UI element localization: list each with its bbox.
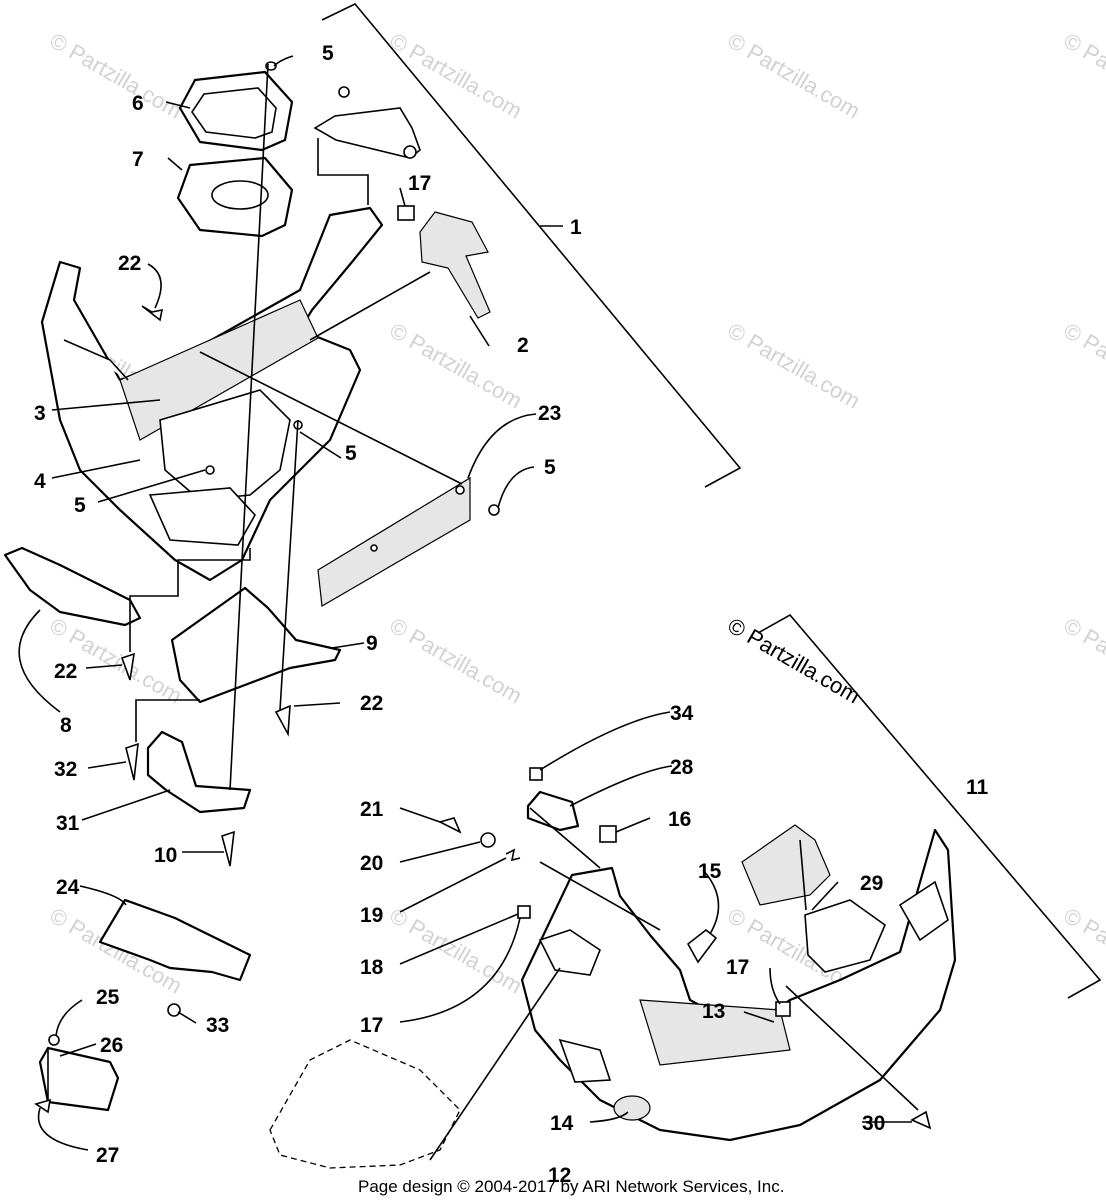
callout-19: 19 <box>360 904 383 927</box>
callout-7: 7 <box>132 148 144 171</box>
callout-30: 30 <box>862 1112 885 1135</box>
watermark-8: © Partzilla.com <box>1060 318 1106 414</box>
callout-33: 33 <box>206 1014 229 1037</box>
callout-6: 6 <box>132 92 144 115</box>
footer-copyright: Page design © 2004-2017 by ARI Network S… <box>358 1177 784 1196</box>
watermark-3: © Partzilla.com <box>724 28 865 124</box>
watermark-13: © Partzilla.com <box>386 903 527 999</box>
callout-26: 26 <box>100 1034 123 1057</box>
watermark-dark: © Partzilla.com <box>724 613 865 709</box>
callout-15: 15 <box>698 860 722 883</box>
leader-lines <box>18 55 919 1161</box>
part-25-screw <box>48 1034 60 1046</box>
part-32-rivet <box>125 742 139 781</box>
part-10-rivet <box>221 830 235 867</box>
callout-22b: 22 <box>54 660 77 683</box>
callout-18: 18 <box>360 956 384 979</box>
callout-21: 21 <box>360 798 384 821</box>
part-15-knob <box>686 928 718 964</box>
part-8-shroud <box>3 546 142 627</box>
part-7-plate <box>176 156 294 238</box>
part-12-lower-body <box>520 828 957 1142</box>
callout-25: 25 <box>96 986 120 1009</box>
part-16-nut <box>599 825 617 843</box>
callout-17a: 17 <box>408 172 431 195</box>
part-14-pad <box>613 1095 651 1121</box>
callout-29: 29 <box>860 872 883 895</box>
bracket-assembly-11 <box>757 613 1102 999</box>
callout-17b: 17 <box>726 956 749 979</box>
watermark-1: © Partzilla.com <box>46 28 187 124</box>
callout-24: 24 <box>56 876 80 899</box>
callout-5a: 5 <box>322 42 334 65</box>
part-22-rivet-a <box>141 305 164 322</box>
callout-10: 10 <box>154 844 177 867</box>
callout-13: 13 <box>702 1000 725 1023</box>
watermark-10: © Partzilla.com <box>386 613 527 709</box>
part-34-cap <box>529 767 543 781</box>
callout-32: 32 <box>54 758 77 781</box>
part-6-gasket <box>178 70 294 152</box>
callout-1: 1 <box>570 216 582 239</box>
part-31-bracket <box>146 730 252 814</box>
part-17-clip-top <box>397 205 415 221</box>
callout-23: 23 <box>538 402 561 425</box>
callout-31: 31 <box>56 812 80 835</box>
callout-5c: 5 <box>544 456 556 479</box>
part-27-clip <box>34 1098 51 1114</box>
callout-3: 3 <box>34 402 46 425</box>
part-24-cover <box>98 898 252 982</box>
callout-20: 20 <box>360 852 383 875</box>
callout-28: 28 <box>670 756 694 779</box>
watermark-4: © Partzilla.com <box>1060 28 1106 124</box>
part-18-clip <box>517 905 531 919</box>
part-9-plate <box>170 586 342 704</box>
part-17-clip-lower <box>775 1001 791 1017</box>
callout-9: 9 <box>366 632 378 655</box>
callout-5b: 5 <box>345 442 357 465</box>
watermark-2: © Partzilla.com <box>386 28 527 124</box>
callout-27: 27 <box>96 1144 119 1167</box>
part-5-washer-right <box>488 504 500 516</box>
part-23-panel <box>317 476 471 607</box>
watermark-11: © Partzilla.com <box>1060 613 1106 709</box>
callout-14: 14 <box>550 1112 574 1135</box>
part-3-4-main-body <box>40 206 384 582</box>
mount-bracket <box>313 86 421 205</box>
part-21-bolt <box>437 817 462 834</box>
ghost-lower-assembly <box>269 1039 461 1169</box>
part-20-washer <box>480 832 496 848</box>
callout-16: 16 <box>668 808 691 831</box>
part-33-screw <box>167 1003 181 1017</box>
watermark-6: © Partzilla.com <box>386 318 527 414</box>
part-30-screw <box>910 1110 932 1130</box>
callout-22c: 22 <box>360 692 383 715</box>
hardware <box>34 61 932 1130</box>
callout-5d: 5 <box>74 494 86 517</box>
part-22-rivet-c <box>274 704 291 737</box>
part-2-foam <box>419 211 491 319</box>
callouts: 1 2 3 4 5 5 5 5 6 7 8 9 10 11 12 13 14 1… <box>34 42 989 1187</box>
watermark-7: © Partzilla.com <box>724 318 865 414</box>
part-26-module <box>38 1046 120 1112</box>
callout-4: 4 <box>34 470 46 493</box>
callout-17c: 17 <box>360 1014 383 1037</box>
bracket-assembly-1 <box>321 3 742 488</box>
watermark-15: © Partzilla.com <box>1060 903 1106 999</box>
part-19-spring <box>505 848 521 862</box>
part-29-plate <box>741 824 886 973</box>
callout-12: 12 <box>548 1164 571 1187</box>
callout-2: 2 <box>517 334 529 357</box>
part-28-bracket <box>526 790 580 832</box>
callout-34: 34 <box>670 702 694 725</box>
callout-11: 11 <box>966 776 989 799</box>
part-22-rivet-b <box>120 652 135 681</box>
callout-22a: 22 <box>118 252 141 275</box>
callout-8: 8 <box>60 714 72 737</box>
